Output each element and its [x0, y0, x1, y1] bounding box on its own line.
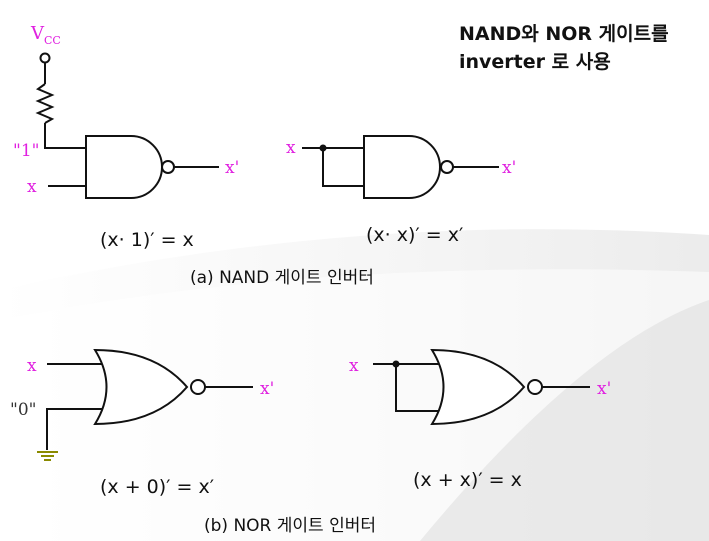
nand-right-input-label: x: [286, 138, 296, 158]
nor-right-equation: (x + x)′ = x: [413, 469, 522, 491]
nor-gate-left: [93, 348, 189, 426]
nor-gate-right: [430, 348, 526, 426]
nor-left-output-label: x': [260, 379, 274, 399]
vcc-label: VCC: [30, 23, 61, 47]
nand-gate-right: [363, 135, 441, 199]
nor-left-input-zero-wire: [46, 408, 104, 450]
one-label: "1": [13, 141, 39, 161]
nand-left-input-a-wire: [44, 123, 86, 149]
nand-left-output-label: x': [225, 158, 239, 178]
title-line-2: inverter 로 사용: [459, 51, 611, 73]
ground-icon: [37, 451, 58, 461]
nand-right-tied-wire: [322, 148, 364, 187]
nor-right-tied-wire: [395, 364, 443, 412]
nand-caption: (a) NAND 게이트 인버터: [190, 268, 374, 288]
vcc-terminal: [39, 52, 51, 64]
nor-left-bubble: [190, 379, 206, 395]
nand-right-bubble: [440, 160, 454, 174]
nor-left-equation: (x + 0)′ = x′: [100, 476, 214, 498]
nand-right-junction: [319, 144, 327, 152]
nand-right-output-label: x': [502, 158, 516, 178]
nand-left-input-x-label: x: [27, 177, 37, 197]
zero-label: "0": [10, 400, 36, 420]
nor-right-bubble: [527, 379, 543, 395]
nor-right-input-label: x: [349, 356, 359, 376]
nand-left-bubble: [161, 160, 175, 174]
nand-right-equation: (x· x)′ = x′: [366, 224, 463, 246]
title-line-1: NAND와 NOR 게이트를: [459, 23, 669, 45]
nor-left-input-x-label: x: [27, 356, 37, 376]
pullup-resistor: [35, 83, 55, 124]
nand-gate-left: [85, 135, 163, 199]
nor-caption: (b) NOR 게이트 인버터: [204, 516, 376, 536]
nor-right-junction: [392, 360, 400, 368]
slide-title: NAND와 NOR 게이트를 inverter 로 사용: [459, 20, 704, 76]
nor-right-output-label: x': [597, 379, 611, 399]
nand-left-equation: (x· 1)′ = x: [100, 229, 194, 251]
